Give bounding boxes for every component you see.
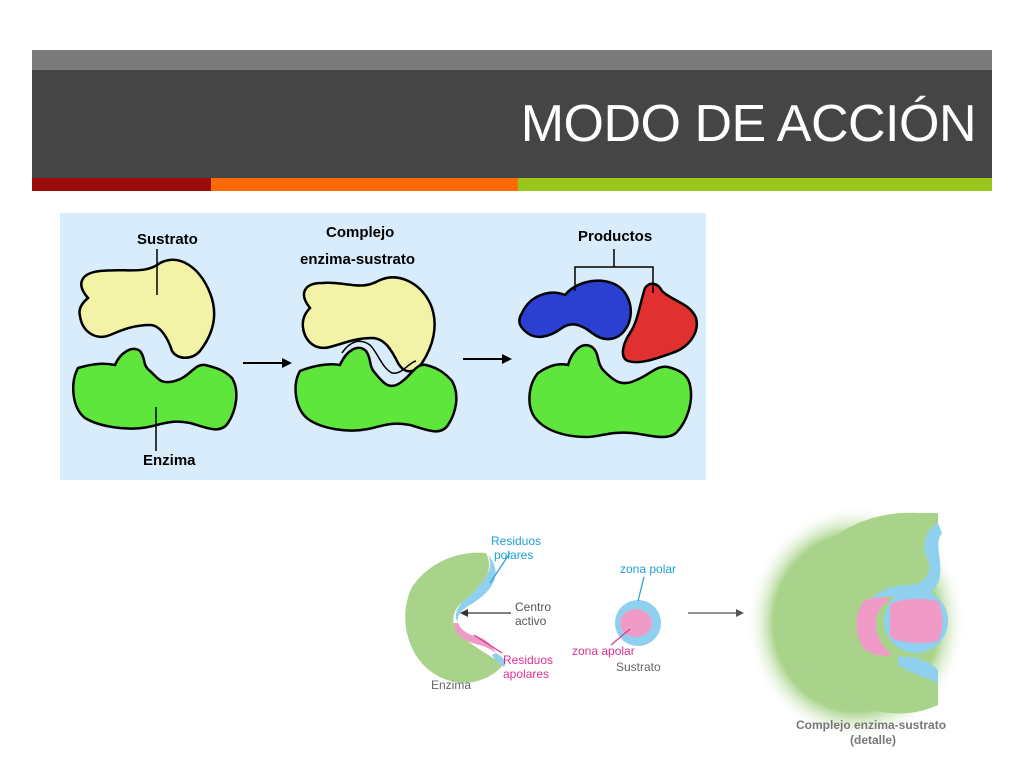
slide-title: MODO DE ACCIÓN xyxy=(520,95,977,153)
complex-apolar-zone xyxy=(856,597,892,656)
apolar-residues-zone xyxy=(454,623,496,653)
product-blue-shape xyxy=(518,279,632,341)
substrate-shape xyxy=(78,258,216,359)
polar-residues-zone xyxy=(455,555,496,623)
label-sustrato-detail: Sustrato xyxy=(616,660,661,674)
binding-arrow-head xyxy=(736,609,744,617)
complex-substrate-core xyxy=(890,598,943,644)
label-complejo-detalle-1: Complejo enzima-sustrato xyxy=(796,718,946,732)
label-residuos-polares-1: Residuos xyxy=(491,534,541,548)
accent-segment-red xyxy=(32,178,211,191)
reaction-arrow-2-head xyxy=(502,354,512,364)
enzyme-shape xyxy=(72,347,238,431)
label-centro-activo-1: Centro xyxy=(515,600,551,614)
accent-segment-green xyxy=(518,178,992,191)
polar-residues-zone-lower xyxy=(492,653,506,667)
free-enzyme-shape xyxy=(528,344,693,439)
complex-enzyme-shape xyxy=(294,346,458,433)
polar-residues-pointer xyxy=(489,552,511,584)
active-center-arrow-head xyxy=(460,609,468,617)
label-zona-apolar: zona apolar xyxy=(572,644,635,658)
active-center-diagram: Residuos polares Centro activo Residuos … xyxy=(405,505,966,747)
label-residuos-apolares-1: Residuos xyxy=(503,653,553,667)
label-zona-polar: zona polar xyxy=(620,562,676,576)
label-centro-activo-2: activo xyxy=(515,614,547,628)
apolar-zone-pointer xyxy=(610,628,631,646)
enzyme-body xyxy=(405,552,503,683)
title-band: MODO DE ACCIÓN xyxy=(32,70,992,178)
products-bracket xyxy=(574,249,654,293)
label-complejo: Complejo xyxy=(326,224,394,241)
complex-lower-polar-zone xyxy=(898,656,938,683)
label-enzima-detail: Enzima xyxy=(431,678,471,692)
label-enzima: Enzima xyxy=(143,452,196,469)
polar-zone-pointer xyxy=(637,576,645,602)
label-residuos-polares-2: polares xyxy=(494,548,533,562)
product-red-shape xyxy=(621,282,699,364)
reaction-arrow-1-head xyxy=(282,358,292,368)
apolar-residues-pointer xyxy=(473,634,503,654)
label-productos: Productos xyxy=(578,228,652,245)
accent-segment-orange xyxy=(211,178,518,191)
label-sustrato: Sustrato xyxy=(137,231,198,248)
label-complejo-detalle-2: (detalle) xyxy=(850,733,896,747)
complex-interface xyxy=(341,340,417,374)
title-band-top xyxy=(32,50,992,70)
complex-enzyme-body xyxy=(798,512,938,714)
complex-polar-zone xyxy=(868,523,942,603)
label-residuos-apolares-2: apolares xyxy=(503,667,549,681)
label-enzima-sustrato: enzima-sustrato xyxy=(300,251,415,268)
accent-bar xyxy=(32,178,992,191)
enzyme-action-diagram: Sustrato Complejo enzima-sustrato Produc… xyxy=(60,213,706,480)
